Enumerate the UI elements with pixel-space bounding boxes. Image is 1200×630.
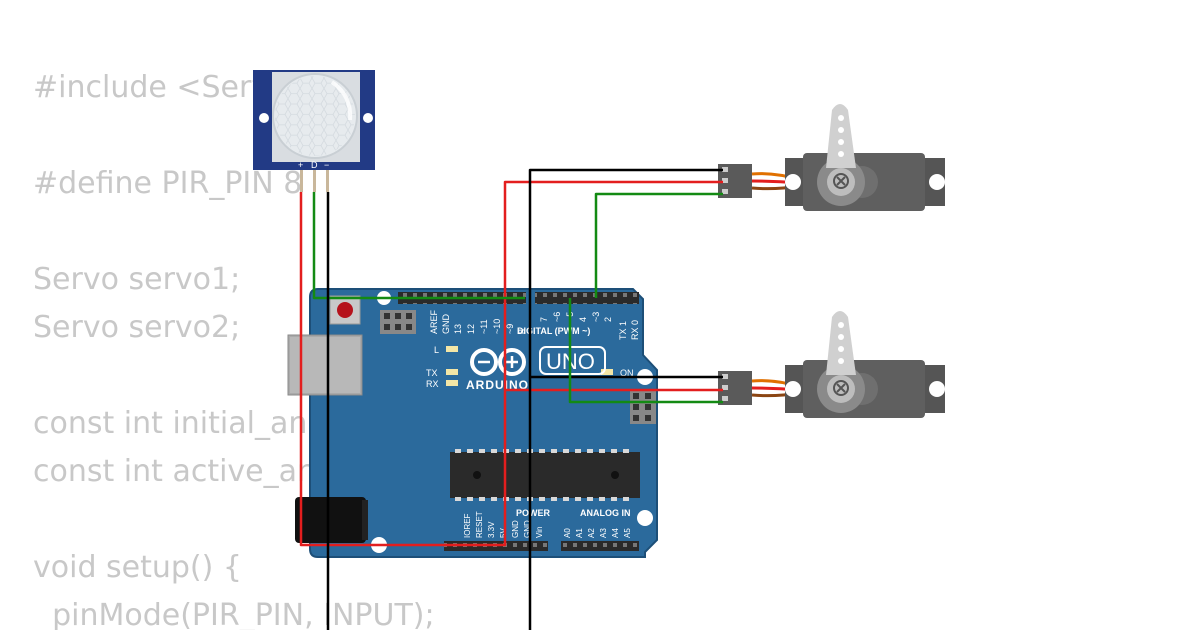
pin-label-7: 7 — [539, 317, 549, 322]
servo-motor-2[interactable] — [718, 311, 945, 418]
power-label: POWER — [516, 508, 551, 518]
pin-label-6: ~6 — [552, 312, 562, 322]
pin-label-2: 2 — [603, 317, 613, 322]
pin-label-ioref: IOREF — [463, 513, 472, 538]
wire-green-servo2-signal[interactable] — [568, 298, 723, 404]
arduino-logo-icon — [470, 348, 526, 376]
pir-pin-label-data: D — [311, 160, 318, 170]
pin-label-gnd: GND — [441, 314, 451, 335]
pin-label-12: 12 — [466, 324, 476, 334]
digital-label: DIGITAL (PWM ~) — [517, 326, 590, 336]
pin-label-8: 8 — [517, 329, 527, 334]
pir-pin-label-vcc: + — [298, 160, 303, 170]
pin-label-gnd2: GND — [523, 520, 532, 538]
pin-label-11: ~11 — [479, 319, 489, 334]
mounting-hole — [637, 510, 653, 526]
analog-label: ANALOG IN — [580, 508, 631, 518]
wire-red-pir-5v[interactable] — [299, 180, 723, 547]
pin-label-a3: A3 — [599, 528, 608, 538]
pin-label-a4: A4 — [611, 528, 620, 538]
led-label-l: L — [434, 345, 439, 355]
pin-label-3: ~3 — [591, 312, 601, 322]
arduino-uno-board[interactable]: AREF GND 13 12 ~11 ~10 ~9 8 7 ~6 ~5 4 ~3… — [287, 288, 658, 558]
pin-label-gnd1: GND — [511, 520, 520, 538]
pin-label-tx1: TX 1 — [618, 321, 628, 340]
pir-pin-label-gnd: − — [324, 160, 329, 170]
pin-label-13: 13 — [453, 324, 463, 334]
microcontroller-chip — [450, 452, 640, 498]
pin-label-a2: A2 — [587, 528, 596, 538]
pin-label-4: 4 — [578, 317, 588, 322]
pin-label-3v3: 3.3V — [487, 521, 496, 538]
wire-green-servo1-signal[interactable] — [594, 192, 723, 298]
pin-label-a0: A0 — [563, 528, 572, 538]
digital-header-low[interactable] — [535, 292, 639, 304]
led-label-rx: RX — [426, 379, 439, 389]
led-on — [601, 369, 613, 375]
pin-label-10: ~10 — [492, 319, 502, 334]
pin-label-rx0: RX 0 — [630, 320, 640, 340]
arduino-logo-text: ARDUINO — [466, 378, 529, 392]
led-tx — [446, 369, 458, 375]
led-l — [446, 346, 458, 352]
pin-label-9: ~9 — [505, 324, 515, 334]
led-label-on: ON — [620, 368, 634, 378]
wire-green-pir-data[interactable] — [312, 192, 525, 300]
pin-label-aref: AREF — [429, 309, 439, 334]
pin-label-5v: 5V — [499, 528, 508, 538]
led-rx — [446, 380, 458, 386]
code-line: #define PIR_PIN 8 — [33, 166, 303, 201]
pin-label-a1: A1 — [575, 528, 584, 538]
wire-black-servo1-gnd[interactable] — [528, 168, 723, 630]
pin-label-reset: RESET — [475, 511, 484, 538]
uno-badge — [539, 346, 606, 375]
led-label-tx: TX — [426, 368, 438, 378]
pin-label-vin: Vin — [535, 527, 544, 538]
code-line: pinMode(PIR_PIN, INPUT); — [33, 598, 435, 630]
pin-label-a5: A5 — [623, 528, 632, 538]
reset-button-cap[interactable] — [337, 302, 353, 318]
code-line: const int initial_angle — [33, 406, 354, 441]
analog-header[interactable] — [561, 541, 639, 551]
code-line: Servo servo1; — [33, 262, 241, 297]
code-line: Servo servo2; — [33, 310, 241, 345]
power-jack — [295, 497, 366, 543]
servo-motor-1[interactable] — [718, 104, 945, 211]
pir-sensor[interactable]: + D − — [253, 70, 375, 192]
code-line: void setup() { — [33, 550, 242, 585]
